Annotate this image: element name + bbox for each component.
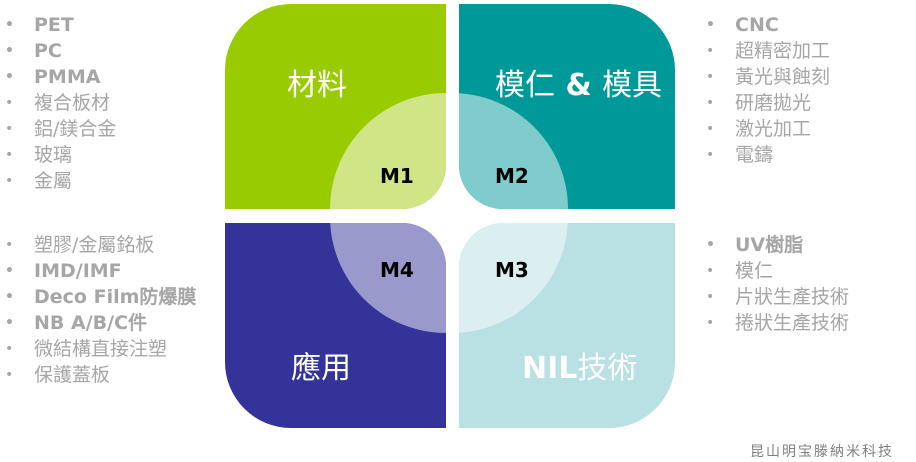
list-item: 研磨拋光 <box>701 90 830 116</box>
quadrant-label: M4 <box>380 258 414 282</box>
list-item: NB A/B/C件 <box>0 310 196 336</box>
quadrant-title: NIL技術 <box>522 343 637 387</box>
list-item: 電鑄 <box>701 142 830 168</box>
quadrant-applications: 應用 M4 <box>225 223 446 428</box>
list-item: 保護蓋板 <box>0 362 196 388</box>
list-item: PMMA <box>0 64 116 90</box>
title-part: 模具 <box>602 68 663 103</box>
quadrant-label: M2 <box>495 164 529 188</box>
title-part: NIL <box>522 351 578 386</box>
list-item: Deco Film防爆膜 <box>0 284 196 310</box>
quadrant-materials: 材料 M1 <box>225 4 446 209</box>
list-item: IMD/IMF <box>0 258 196 284</box>
list-item: 塑膠/金屬銘板 <box>0 232 196 258</box>
list-item: 微結構直接注塑 <box>0 336 196 362</box>
quadrant-nil-tech: NIL技術 M3 <box>459 223 675 428</box>
quadrant-label: M3 <box>495 258 529 282</box>
quadrant-mold: 模仁 & 模具 M2 <box>459 4 675 209</box>
list-item: PET <box>0 12 116 38</box>
quadrant-inner-arc <box>459 93 568 209</box>
list-item: 複合板材 <box>0 90 116 116</box>
title-part: 模仁 <box>495 68 555 103</box>
list-item: PC <box>0 38 116 64</box>
quadrant-inner-arc <box>330 93 446 209</box>
quadrant-title: 模仁 & 模具 <box>495 60 662 104</box>
materials-list: PET PC PMMA 複合板材 鋁/鎂合金 玻璃 金屬 <box>0 12 116 194</box>
list-item: 鋁/鎂合金 <box>0 116 116 142</box>
list-item: 金屬 <box>0 168 116 194</box>
list-item: 黃光與蝕刻 <box>701 64 830 90</box>
company-name: 昆山明宝滕納米科技 <box>750 444 894 460</box>
mold-process-list: CNC 超精密加工 黃光與蝕刻 研磨拋光 激光加工 電鑄 <box>701 12 830 168</box>
quadrant-label: M1 <box>380 164 414 188</box>
title-part: 技術 <box>577 351 638 386</box>
list-item: 片狀生產技術 <box>701 284 849 310</box>
list-item: UV樹脂 <box>701 232 849 258</box>
title-part: & <box>555 68 603 103</box>
list-item: CNC <box>701 12 830 38</box>
list-item: 模仁 <box>701 258 849 284</box>
nil-tech-list: UV樹脂 模仁 片狀生產技術 捲狀生產技術 <box>701 232 849 336</box>
quadrant-title: 應用 <box>291 351 351 386</box>
list-item: 玻璃 <box>0 142 116 168</box>
list-item: 激光加工 <box>701 116 830 142</box>
quadrant-title: 材料 <box>287 68 347 103</box>
list-item: 超精密加工 <box>701 38 830 64</box>
applications-list: 塑膠/金屬銘板 IMD/IMF Deco Film防爆膜 NB A/B/C件 微… <box>0 232 196 388</box>
list-item: 捲狀生產技術 <box>701 310 849 336</box>
